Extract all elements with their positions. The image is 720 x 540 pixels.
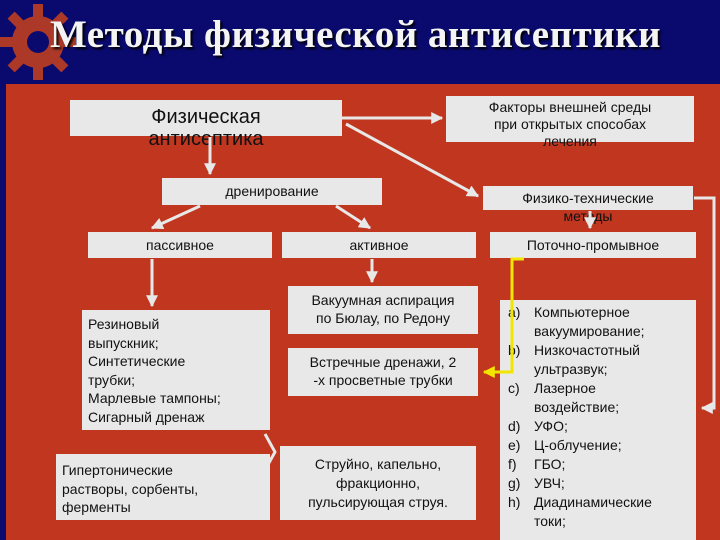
box-counter-drains: Встречные дренажи, 2 -х просветные трубк… (288, 348, 478, 396)
list-item-line: ультразвук; (534, 361, 608, 377)
box-line: Сигарный дренаж (88, 408, 205, 425)
box-line: Марлевые тампоны; (88, 390, 221, 406)
list-item-marker: g) (508, 475, 521, 491)
list-item: h) Диадинамические токи; (508, 493, 692, 531)
list-item-line: Лазерное (534, 380, 596, 396)
list-item-marker: c) (508, 380, 520, 396)
box-label: пассивное (146, 237, 214, 253)
list-item: c) Лазерное воздействие; (508, 379, 692, 417)
box-line: пульсирующая струя. (308, 494, 448, 510)
list-item-marker: b) (508, 342, 521, 358)
box-line: антисептика (148, 128, 264, 150)
box-line: методы (563, 208, 613, 224)
box-label: Поточно-промывное (526, 237, 660, 253)
list-item-line: Низкочастотный (534, 342, 640, 358)
list-item-marker: e) (508, 437, 521, 453)
box-line: Гипертонические (62, 462, 173, 478)
box-line: при открытых способах (493, 116, 647, 132)
list-item-marker: a) (508, 304, 521, 320)
box-vacuum-aspiration: Вакуумная аспирация по Бюлау, по Редону (288, 286, 478, 334)
box-flow-wash: Поточно-промывное (490, 232, 696, 258)
list-item: f) ГБО; (508, 455, 692, 474)
list-item-marker: d) (508, 418, 521, 434)
box-line: по Бюлау, по Редону (316, 310, 450, 326)
box-line: трубки; (88, 371, 136, 388)
box-line: Резиновый (88, 316, 160, 332)
list-item-line: вакуумирование; (534, 323, 645, 339)
box-line: выпускник; (88, 334, 159, 351)
page-title: Методы физической антисептики (50, 13, 662, 56)
list-item: g) УВЧ; (508, 474, 692, 493)
list-item-text: Диадинамические токи; (534, 493, 692, 531)
box-line: Физическая (151, 106, 261, 128)
list-item: a) Компьютерное вакуумирование; (508, 303, 692, 341)
box-environment-factors: Факторы внешней среды при открытых спосо… (446, 96, 694, 149)
box-stream-methods: Струйно, капельно, фракционно, пульсирую… (280, 446, 476, 520)
box-active: активное (282, 232, 476, 258)
box-physical-antiseptic: Физическая антисептика (70, 100, 342, 150)
box-line: Физико-технические (522, 190, 654, 206)
list-item-line: УФО; (534, 418, 568, 434)
list-item-line: воздействие; (534, 399, 620, 415)
box-passive-list: Резиновый выпускник; Синтетические трубк… (82, 310, 270, 430)
box-line: Струйно, капельно, (314, 456, 442, 472)
gear-icon (0, 4, 76, 80)
list-item-text: Компьютерное вакуумирование; (534, 303, 692, 341)
list-item: d) УФО; (508, 417, 692, 436)
list-item-line: ГБО; (534, 456, 566, 472)
list-item-marker: h) (508, 494, 521, 510)
box-line: Факторы внешней среды (488, 99, 652, 115)
list-item-text: Низкочастотный ультразвук; (534, 341, 692, 379)
list-item-line: токи; (534, 513, 566, 529)
list-item-line: Ц-облучение; (534, 437, 622, 453)
box-hypertonic: Гипертонические растворы, сорбенты, ферм… (56, 454, 270, 520)
box-line: Синтетические (88, 353, 186, 369)
box-passive: пассивное (88, 232, 272, 258)
box-label: дренирование (225, 183, 319, 199)
list-item: e) Ц-облучение; (508, 436, 692, 455)
header: Методы физической антисептики (0, 0, 720, 80)
list-item-marker: f) (508, 456, 517, 472)
methods-list: a) Компьютерное вакуумирование; b) Низкочаст… (500, 300, 696, 540)
list-item-line: Компьютерное (534, 304, 630, 320)
list-item-text: ГБО; (534, 455, 692, 474)
box-line: фракционно, (336, 475, 420, 491)
box-physico-technical: Физико-технические методы (483, 186, 693, 224)
box-drainage: дренирование (162, 178, 382, 205)
list-item: b) Низкочастотный ультразвук; (508, 341, 692, 379)
box-line: ферменты (62, 499, 131, 515)
box-line: Встречные дренажи, 2 (309, 354, 457, 370)
box-line: лечения (543, 133, 597, 149)
list-item-text: Ц-облучение; (534, 436, 692, 455)
box-line: растворы, сорбенты, (62, 480, 199, 497)
box-line: Вакуумная аспирация (311, 292, 455, 308)
list-item-text: УФО; (534, 417, 692, 436)
list-item-text: УВЧ; (534, 474, 692, 493)
box-label: активное (349, 237, 409, 253)
list-item-line: УВЧ; (534, 475, 565, 491)
box-line: -х просветные трубки (313, 372, 453, 388)
list-item-text: Лазерное воздействие; (534, 379, 692, 417)
list-item-line: Диадинамические (534, 494, 652, 510)
